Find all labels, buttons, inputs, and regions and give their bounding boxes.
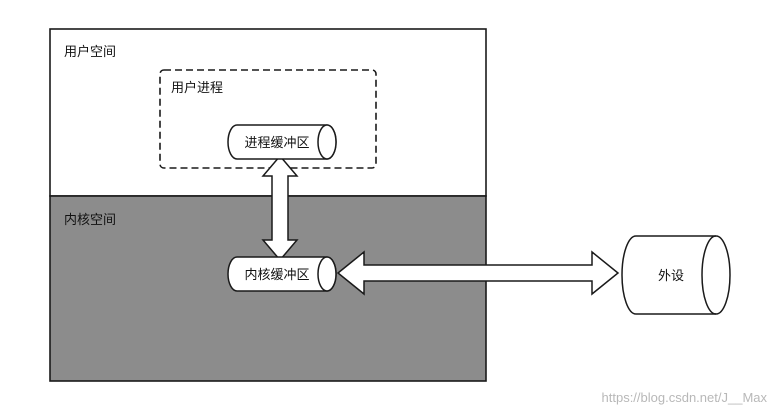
- user-space-label: 用户空间: [64, 44, 116, 60]
- kernel-buffer-cylinder: 内核缓冲区: [227, 256, 337, 292]
- kernel-space-label: 内核空间: [64, 212, 116, 228]
- process-buffer-label: 进程缓冲区: [244, 136, 309, 151]
- watermark-text: https://blog.csdn.net/J__Max: [602, 390, 768, 405]
- user-process-box: [159, 69, 377, 169]
- peripheral-cylinder: 外设: [621, 235, 731, 315]
- horizontal-double-arrow: [336, 250, 620, 296]
- user-process-label: 用户进程: [171, 80, 223, 96]
- kernel-buffer-label: 内核缓冲区: [244, 267, 309, 283]
- process-buffer-cylinder: 进程缓冲区: [227, 124, 337, 160]
- peripheral-label: 外设: [658, 269, 684, 284]
- user-space-region: [49, 28, 487, 197]
